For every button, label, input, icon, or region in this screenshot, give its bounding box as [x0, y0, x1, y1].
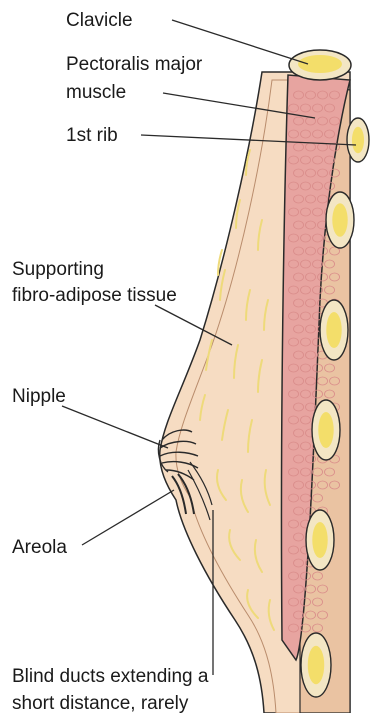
pectoralis-label-line2: muscle	[66, 82, 126, 103]
rib-cross-section	[306, 510, 334, 570]
clavicle-bone	[289, 50, 351, 80]
areola-leader	[82, 490, 174, 545]
ducts-label-line2: short distance, rarely	[12, 693, 189, 713]
nipple-leader	[62, 406, 168, 448]
supporting-label-line2: fibro-adipose tissue	[12, 285, 177, 306]
ducts-label-line1: Blind ducts extending a	[12, 666, 209, 687]
supporting-label-line1: Supporting	[12, 259, 104, 280]
areola-label: Areola	[12, 537, 67, 558]
rib-cross-section	[320, 300, 348, 360]
rib-cross-section	[301, 633, 331, 697]
first-rib-label: 1st rib	[66, 125, 118, 146]
rib-cross-section	[347, 118, 369, 162]
rib-cross-section	[326, 192, 354, 248]
rib-cross-section	[312, 400, 340, 460]
nipple-label: Nipple	[12, 386, 66, 407]
pectoralis-label-line1: Pectoralis major	[66, 54, 203, 75]
clavicle-label: Clavicle	[66, 10, 133, 31]
